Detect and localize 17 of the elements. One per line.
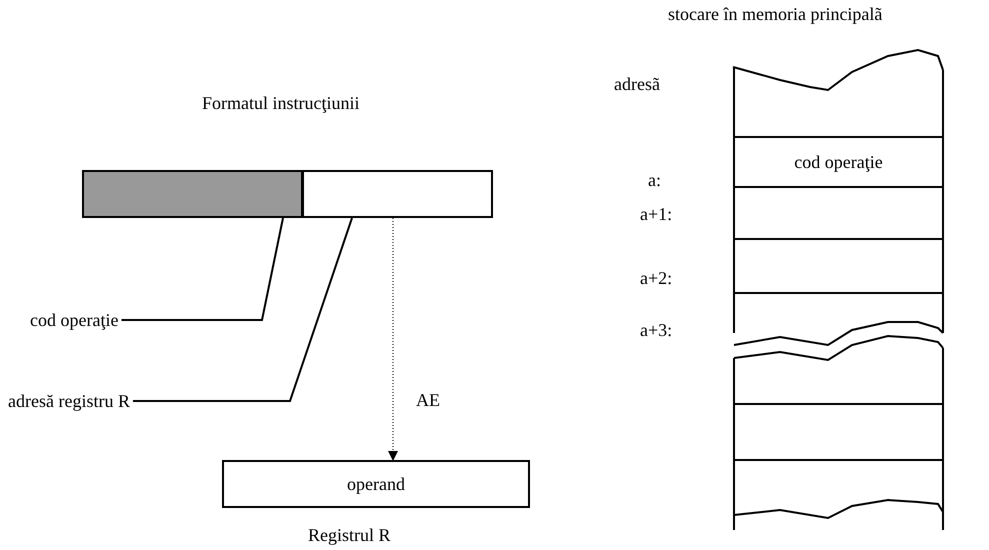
leader-line [132, 218, 353, 402]
register-address-field [302, 170, 493, 218]
leader-line [121, 218, 284, 321]
opcode-field [82, 170, 303, 218]
field-label: cod operaţie [30, 310, 118, 330]
diagram-heading: Formatul instrucţiunii [202, 93, 360, 113]
address-label: a: [648, 170, 661, 190]
address-label: a+2: [640, 268, 672, 288]
arrow [388, 218, 398, 461]
edge-label: AE [416, 390, 440, 410]
register-box: operand [222, 460, 530, 508]
diagram-heading: stocare în memoria principalã [668, 4, 882, 24]
address-label: a+3: [640, 320, 672, 340]
field-label: adresă registru R [8, 391, 130, 411]
address-label: adresã [614, 74, 660, 94]
address-label: a+1: [640, 204, 672, 224]
register-caption: Registrul R [308, 525, 391, 545]
